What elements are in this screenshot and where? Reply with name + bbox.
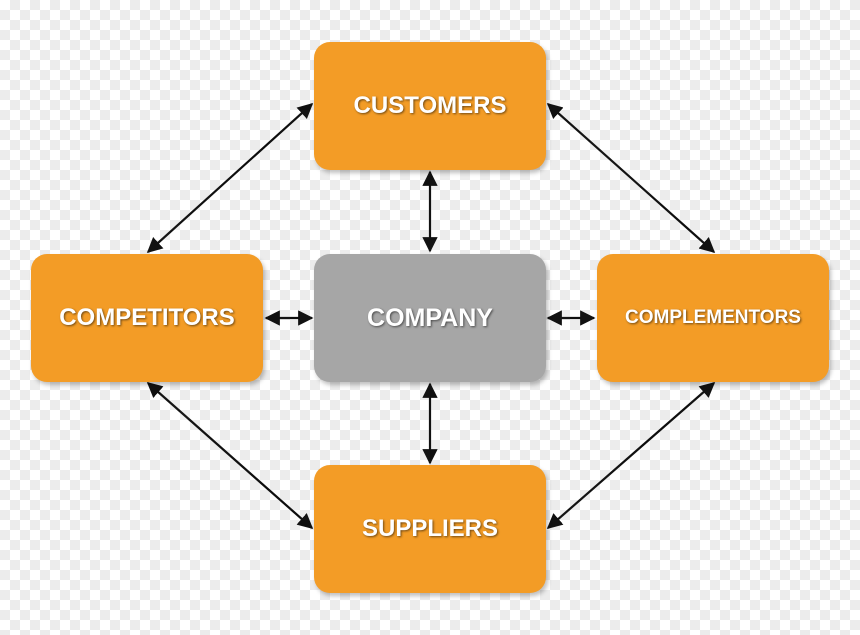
connector-customers-competitors — [146, 102, 314, 254]
customers-node: CUSTOMERS — [314, 42, 546, 170]
complementors-node: COMPLEMENTORS — [597, 254, 829, 382]
suppliers-label: SUPPLIERS — [361, 515, 499, 542]
connector-customers-complementors — [546, 102, 716, 254]
connector-competitors-suppliers — [146, 381, 314, 530]
complementors-label: COMPLEMENTORS — [625, 307, 801, 328]
competitors-node: COMPETITORS — [31, 254, 263, 382]
competitors-label: COMPETITORS — [59, 304, 235, 331]
suppliers-node: SUPPLIERS — [314, 465, 546, 593]
company-node: COMPANY — [314, 254, 546, 382]
company-label: COMPANY — [367, 303, 493, 332]
customers-label: CUSTOMERS — [353, 92, 507, 119]
connector-complementors-suppliers — [546, 381, 716, 530]
